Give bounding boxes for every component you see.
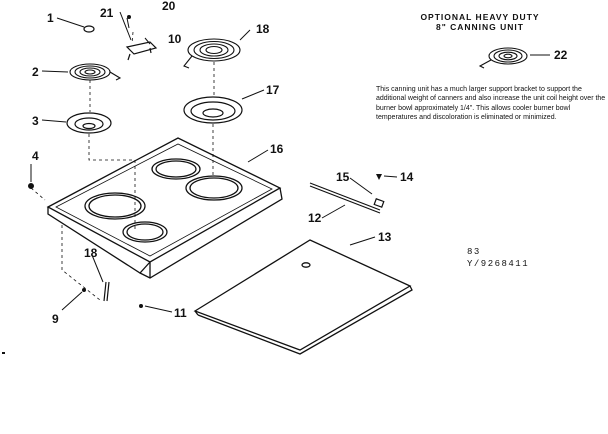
callout-18-top: 18	[256, 22, 270, 36]
callout-18-bottom: 18	[84, 246, 98, 260]
callout-21: 21	[100, 6, 114, 20]
callout-2: 2	[32, 65, 39, 79]
screw-part-20	[127, 15, 131, 19]
hinge-rod-part-10	[103, 281, 110, 302]
part-number: Y/9268411	[467, 259, 530, 269]
callout-20: 20	[162, 0, 176, 13]
canning-unit-description: This canning unit has a much larger supp…	[376, 86, 606, 122]
clip-part-14	[376, 174, 382, 180]
small-coil-element	[69, 63, 122, 81]
small-clip-part-1	[83, 25, 95, 33]
hinge-screw-part-9	[82, 288, 86, 292]
large-burner-bowl	[183, 96, 243, 124]
terminal-block-part-10	[125, 41, 158, 61]
support-rod-part-12	[309, 182, 385, 214]
alignment-dashes	[30, 31, 215, 301]
callout-4: 4	[32, 149, 39, 163]
scan-speck	[2, 352, 5, 354]
callout-15: 15	[336, 170, 350, 184]
bottom-panel	[193, 239, 413, 355]
model-code: 83	[467, 247, 481, 257]
callout-9: 9	[52, 312, 59, 326]
canning-unit-heading-line1: OPTIONAL HEAVY DUTY	[420, 12, 540, 22]
leader-lines	[30, 11, 550, 313]
callout-10-top: 10	[168, 32, 182, 46]
callout-1: 1	[47, 11, 54, 25]
screw-part-4	[28, 183, 34, 189]
large-coil-element	[183, 38, 241, 69]
callout-12: 12	[308, 211, 322, 225]
canning-unit-element	[478, 47, 528, 69]
callout-11: 11	[174, 306, 187, 320]
canning-unit-heading: OPTIONAL HEAVY DUTY 8" CANNING UNIT	[405, 12, 555, 32]
callout-13: 13	[378, 230, 392, 244]
callout-17: 17	[266, 83, 280, 97]
canning-unit-heading-line2: 8" CANNING UNIT	[436, 22, 524, 32]
small-burner-bowl	[66, 112, 112, 134]
callout-16: 16	[270, 142, 284, 156]
callout-22: 22	[554, 48, 568, 62]
callout-14: 14	[400, 170, 414, 184]
callout-3: 3	[32, 114, 39, 128]
main-cooktop	[46, 137, 283, 279]
hinge-screw-part-11	[139, 304, 143, 308]
model-number-block: 83 Y/9268411	[467, 246, 529, 270]
